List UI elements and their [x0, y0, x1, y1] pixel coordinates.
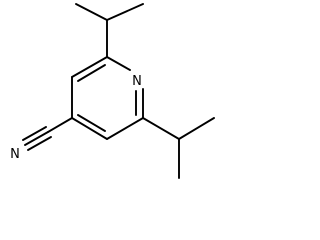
bond-c2-n1 — [106, 56, 131, 71]
isopropyl-bottom — [142, 117, 215, 179]
pyridine-nitrogen-label: N — [132, 74, 142, 89]
bond-c6-c5 — [106, 117, 144, 140]
bond-triple-3 — [27, 136, 52, 151]
bond-c3-c2-inner — [77, 64, 106, 82]
nitrile-nitrogen-label: N — [10, 147, 20, 162]
isopropyl-top — [75, 3, 144, 58]
bond-ch-ch3-up — [178, 117, 215, 140]
bond-c4-cn — [47, 117, 73, 133]
bond-triple-2 — [24, 131, 49, 146]
bond-triple-1 — [22, 126, 47, 141]
chemical-structure: N N — [10, 3, 215, 179]
bond-c5-c4-inner — [77, 114, 106, 132]
pyridine-ring — [71, 56, 144, 140]
bond-c3-c2 — [71, 56, 108, 78]
nitrile-group — [22, 117, 73, 151]
bond-c5-c4 — [71, 117, 108, 140]
bond-ch-ch3-right — [106, 3, 144, 21]
bond-c6-ch — [142, 117, 180, 140]
bond-ch-ch3-left — [75, 3, 108, 21]
